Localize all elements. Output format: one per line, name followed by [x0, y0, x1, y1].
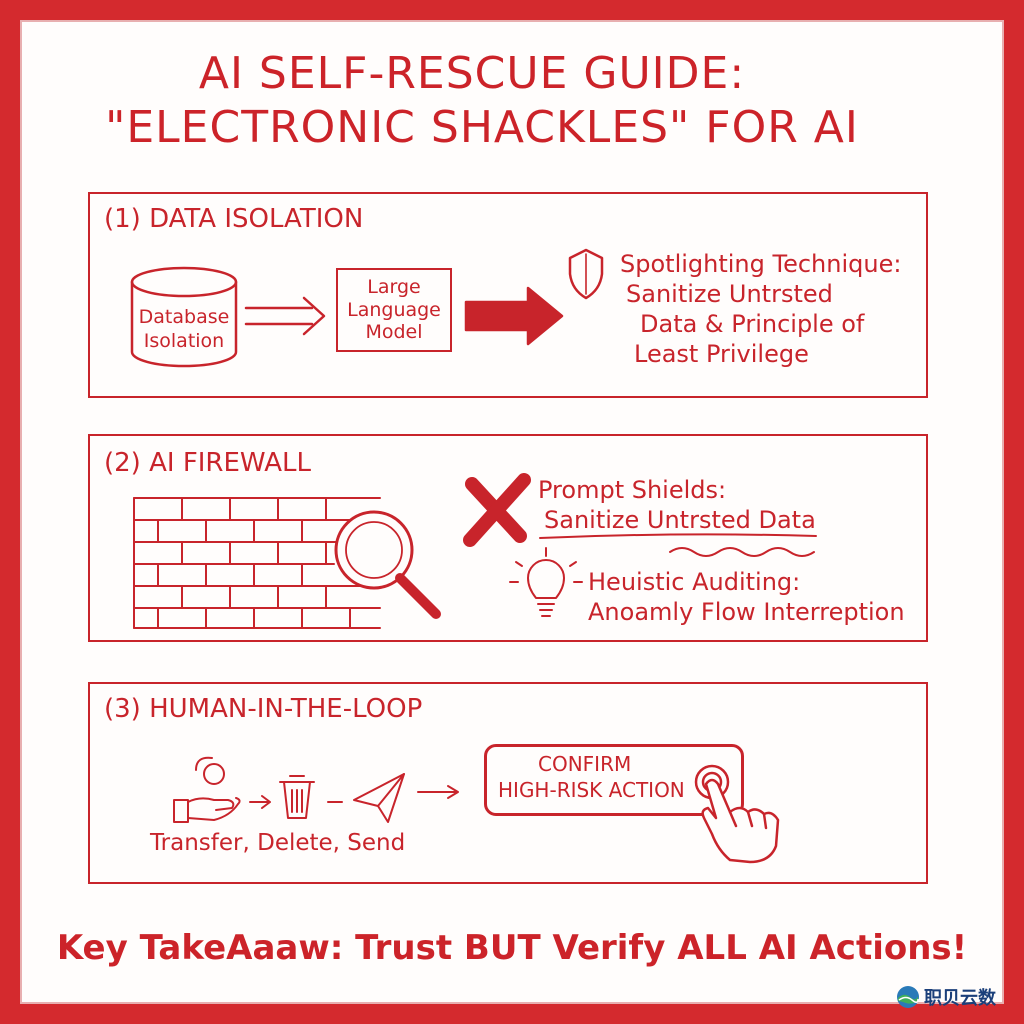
llm-box: Large Language Model [336, 268, 452, 352]
section-data-isolation [88, 192, 928, 398]
llm-label: Large Language Model [347, 275, 441, 344]
shield-icon [568, 248, 604, 300]
confirm-high-risk-button[interactable] [484, 744, 744, 816]
magnifier-icon [334, 510, 441, 619]
big-arrow-icon [464, 286, 564, 346]
watermark-logo: 职贝云数 [896, 984, 996, 1010]
section-ai-firewall [88, 434, 928, 642]
actions-label: Transfer, Delete, Send [150, 830, 406, 856]
logo-icon [897, 986, 919, 1008]
money-hand-icon [173, 756, 241, 823]
pointing-hand-icon [694, 764, 780, 864]
database-icon [130, 266, 238, 368]
watermark-text: 职贝云数 [924, 988, 996, 1009]
page-title-line1: AI SELF-RESCUE GUIDE: [198, 48, 746, 99]
prompt-shields-text: Sanitize Untrsted Data [544, 506, 816, 534]
heuristic-title: Heuistic Auditing: [588, 568, 801, 596]
brick-wall-icon [133, 497, 381, 629]
section2-heading: (2) AI FIREWALL [104, 448, 311, 478]
paper-plane-icon [353, 773, 405, 823]
confirm-line2: HIGH-RISK ACTION [498, 778, 685, 802]
confirm-line1: CONFIRM [538, 752, 632, 776]
trash-icon [279, 775, 315, 819]
spotlight-line1: Spotlighting Technique: [620, 250, 902, 278]
heuristic-text: Anoamly Flow Interreption [588, 598, 905, 626]
section1-heading: (1) DATA ISOLATION [104, 204, 364, 234]
lightbulb-icon [509, 547, 583, 617]
spotlight-line3: Data & Principle of [640, 310, 865, 338]
page-title-line2: "ELECTRONIC SHACKLES" FOR AI [105, 102, 859, 153]
spotlight-line4: Least Privilege [634, 340, 809, 368]
key-takeaway: Key TakeAaaw: Trust BUT Verify ALL AI Ac… [56, 928, 968, 968]
prompt-shields-title: Prompt Shields: [538, 476, 727, 504]
spotlight-line2: Sanitize Untrsted [626, 280, 833, 308]
arrow-icon [244, 296, 326, 336]
section3-heading: (3) HUMAN-IN-THE-LOOP [104, 694, 423, 724]
database-label: Database Isolation [138, 306, 230, 352]
x-mark-icon [463, 473, 531, 547]
section-human-in-the-loop [88, 682, 928, 884]
